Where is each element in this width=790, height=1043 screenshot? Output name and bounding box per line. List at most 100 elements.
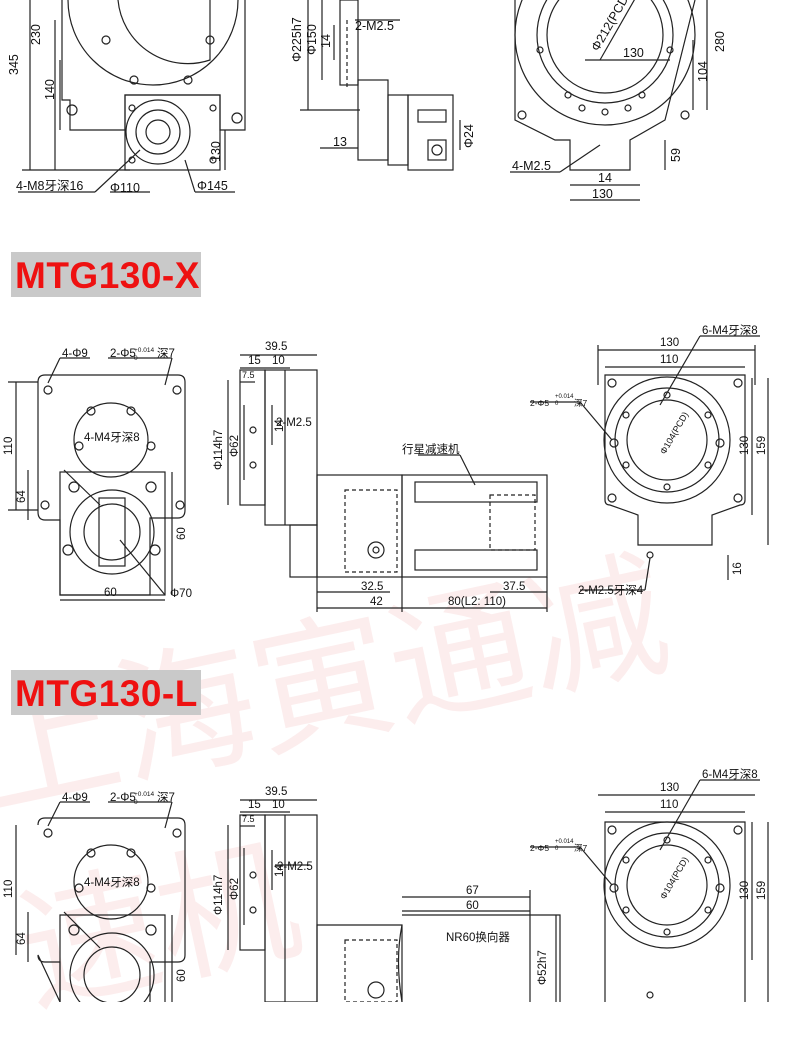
- dim-phi110: Φ110: [110, 181, 140, 195]
- dim-80: 80(L2: 110): [448, 596, 506, 608]
- dim-39-5: 39.5: [265, 341, 287, 353]
- section-banner-l: MTG130-L: [11, 670, 201, 715]
- dim-159: 159: [756, 881, 768, 900]
- label-depth: 深7: [157, 346, 175, 360]
- dim-159: 159: [756, 436, 768, 455]
- dim-130: 130: [660, 337, 679, 349]
- dim-14: 14: [274, 864, 286, 877]
- top-end-view: [510, 0, 708, 201]
- drawing-sheet: 上海寅通减速机 MTG130-X MTG130-L: [0, 0, 769, 1036]
- dim-130v: 130: [739, 436, 751, 455]
- l-side-view: [227, 799, 561, 1002]
- dim-pcd: Φ104(PCD): [658, 410, 690, 456]
- dim-phi225: Φ225h7: [290, 17, 304, 62]
- label-thread: 4-M4牙深8: [84, 430, 140, 444]
- dim-32-5: 32.5: [361, 581, 383, 593]
- x-end-view: [530, 335, 769, 591]
- dim-60v: 60: [176, 527, 188, 540]
- dim-15: 15: [248, 355, 261, 367]
- dim-phi24: Φ24: [462, 124, 476, 148]
- dim-60: 60: [466, 900, 479, 912]
- label-changer: NR60换向器: [446, 930, 510, 944]
- label-pins: 2-Φ5: [530, 398, 549, 408]
- label-thread: 6-M4牙深8: [702, 323, 758, 337]
- dim-phi62: Φ62: [229, 435, 241, 457]
- dim-phi70: Φ70: [170, 588, 192, 600]
- label-pins: 2-Φ5: [110, 348, 136, 360]
- dim-345: 345: [7, 54, 21, 75]
- dim-64: 64: [16, 490, 28, 503]
- dim-130: 130: [660, 782, 679, 794]
- dim-230: 230: [29, 24, 43, 45]
- l-front-view: [15, 801, 186, 1002]
- dim-280: 280: [713, 31, 727, 52]
- dim-phi62: Φ62: [229, 878, 241, 900]
- dim-phi145: Φ145: [197, 179, 228, 193]
- label-depth: 深7: [574, 398, 588, 408]
- label-holes: 4-M8牙深16: [16, 179, 83, 193]
- dim-67: 67: [466, 885, 479, 897]
- section-title: MTG130-X: [15, 255, 200, 296]
- tol-upper: +0.014: [134, 347, 154, 354]
- dim-130: 130: [209, 141, 223, 162]
- section-title: MTG130-L: [15, 673, 198, 714]
- dim-37-5: 37.5: [503, 581, 525, 593]
- dim-130b: 130: [592, 187, 613, 201]
- label-depth: 深7: [157, 790, 175, 804]
- dim-130: 130: [623, 46, 644, 60]
- dim-104: 104: [696, 61, 710, 82]
- x-front-view: [8, 357, 186, 601]
- dim-phi150: Φ150: [305, 24, 319, 55]
- label-m25: 2-M2.5: [276, 417, 312, 429]
- dim-110: 110: [3, 437, 15, 455]
- dim-10: 10: [272, 799, 285, 811]
- section-banner-x: MTG130-X: [11, 252, 201, 297]
- l-end-view: [530, 779, 769, 1002]
- dim-7-5: 7.5: [242, 370, 255, 380]
- technical-drawing: 345 230 140 130 4-M8牙深16 Φ110 Φ145 Φ225h…: [3, 0, 769, 1002]
- dim-60h: 60: [104, 587, 117, 599]
- dim-7-5: 7.5: [242, 814, 255, 824]
- label-pins: 2-Φ5: [110, 792, 136, 804]
- label-thread: 4-M4牙深8: [84, 875, 140, 889]
- label-holes: 4-Φ9: [62, 348, 88, 360]
- dim-10: 10: [272, 355, 285, 367]
- dim-64: 64: [16, 932, 28, 945]
- dim-60: 60: [176, 969, 188, 982]
- top-front-view: [18, 0, 246, 193]
- dim-130v: 130: [739, 881, 751, 900]
- tol-lower: 0: [555, 846, 559, 852]
- dim-16: 16: [732, 562, 744, 575]
- tol-lower: 0: [134, 799, 138, 806]
- tol-lower: 0: [134, 355, 138, 362]
- dim-15: 15: [248, 799, 261, 811]
- dim-140: 140: [43, 79, 57, 100]
- dim-phi52: Φ52h7: [537, 950, 549, 985]
- tol-upper: +0.014: [555, 394, 574, 400]
- tol-upper: +0.014: [555, 839, 574, 845]
- x-side-view: [227, 354, 548, 612]
- dim-phi114: Φ114h7: [213, 875, 225, 915]
- dim-39-5: 39.5: [265, 786, 287, 798]
- label-reducer: 行星减速机: [402, 442, 460, 456]
- dim-14: 14: [598, 171, 612, 185]
- label-holes: 4-M2.5: [512, 159, 551, 173]
- tol-upper: +0.014: [134, 791, 154, 798]
- dim-pcd: Φ104(PCD): [658, 855, 690, 901]
- dim-13: 13: [333, 135, 347, 149]
- dim-110: 110: [3, 880, 15, 898]
- label-m25: 2-M2.5: [355, 19, 394, 33]
- label-depth: 深7: [574, 843, 588, 853]
- dim-14: 14: [274, 419, 286, 432]
- dim-110: 110: [660, 799, 678, 811]
- top-side-view: [300, 0, 461, 171]
- dim-phi114: Φ114h7: [213, 430, 225, 470]
- dim-59: 59: [669, 148, 683, 162]
- label-holes: 4-Φ9: [62, 792, 88, 804]
- dim-42: 42: [370, 596, 383, 608]
- dim-110: 110: [660, 354, 678, 366]
- label-thread: 6-M4牙深8: [702, 767, 758, 781]
- label-m25: 2-M2.5: [277, 861, 313, 873]
- label-m25: 2-M2.5牙深4: [578, 583, 644, 597]
- tol-lower: 0: [555, 401, 559, 407]
